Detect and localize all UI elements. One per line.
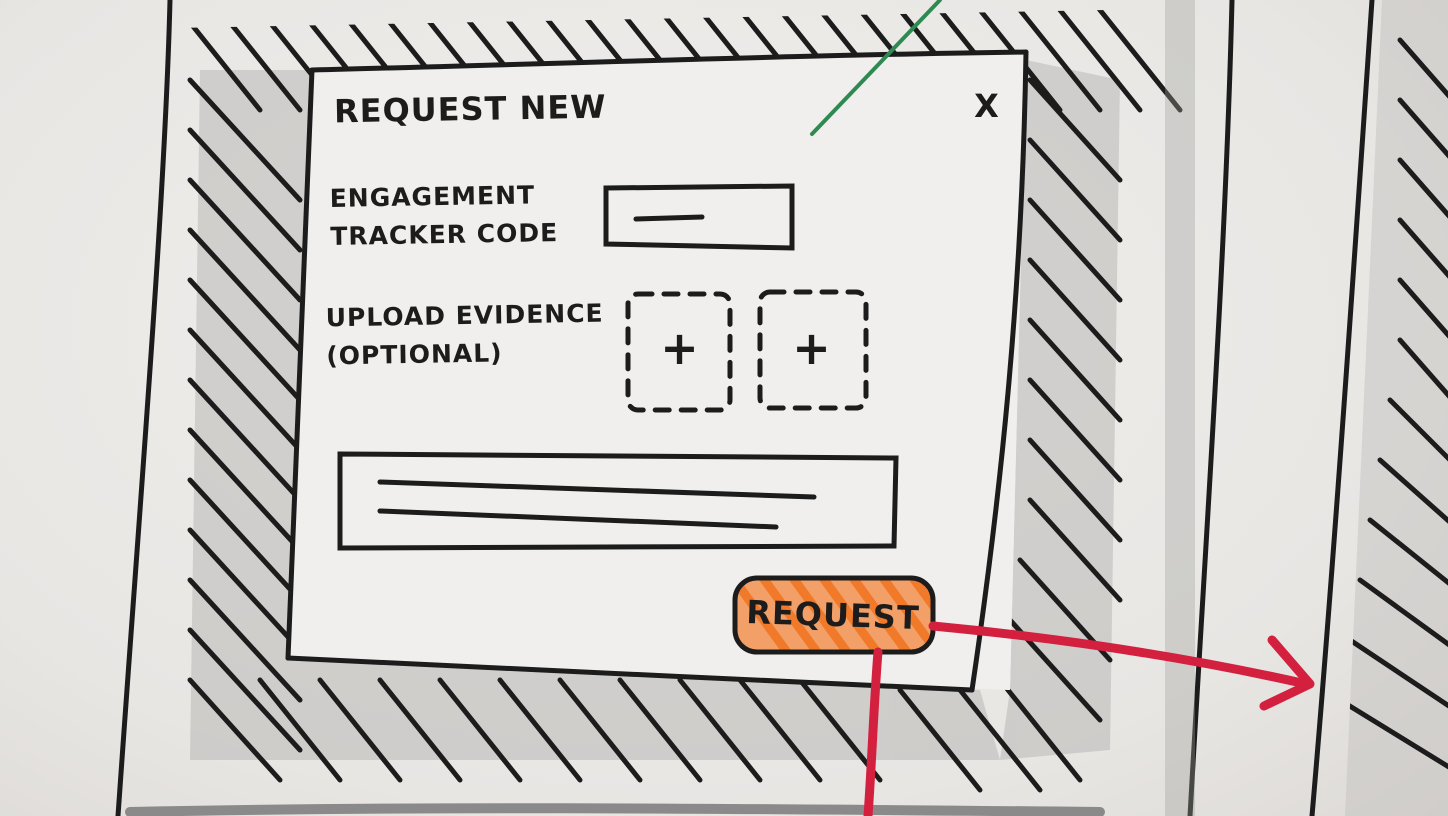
close-icon[interactable]: x [974,87,1000,125]
tracker-code-label-line1: ENGAGEMENT [329,180,536,213]
screen-frames [115,0,1375,816]
next-screen-hatch [1345,0,1448,816]
tracker-code-label-line2: TRACKER CODE [330,218,559,251]
comment-textarea[interactable] [338,452,898,552]
request-button[interactable]: REQUEST [733,578,933,652]
upload-evidence-label-line1: UPLOAD EVIDENCE [325,298,604,333]
tracker-code-input[interactable] [606,186,792,248]
frame-shadow [1165,0,1195,816]
request-button-label: REQUEST [745,592,921,638]
plus-icon: + [792,321,832,375]
green-connector [810,0,942,136]
dialog-title: REQUEST NEW [333,87,607,131]
tracker-code-box [603,183,795,251]
tracker-code-label: ENGAGEMENT TRACKER CODE [329,176,558,256]
request-button-shape [732,575,936,655]
red-flow-arrows [863,621,1315,816]
upload-slot-1[interactable]: + [628,292,732,410]
upload-slot-borders [625,289,869,413]
upload-evidence-label-line2: (OPTIONAL) [326,338,503,371]
dialog-panel-fill [288,52,1026,690]
upload-evidence-label: UPLOAD EVIDENCE (OPTIONAL) [325,295,604,376]
plus-icon: + [660,321,700,375]
upload-slot-2[interactable]: + [760,292,864,410]
comment-box-lines [337,451,899,551]
